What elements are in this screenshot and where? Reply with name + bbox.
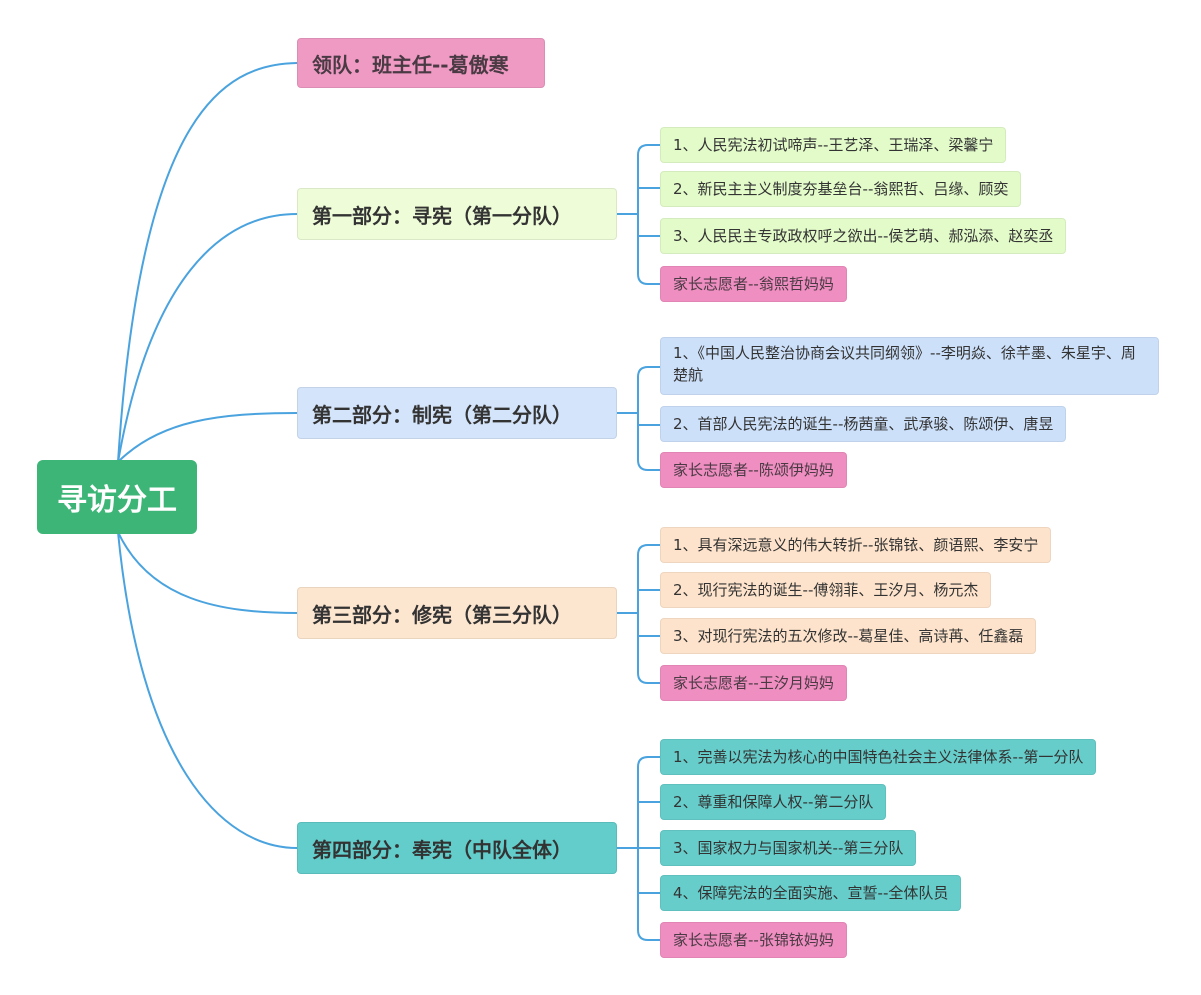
leader-node[interactable]: 领队：班主任--葛傲寒 xyxy=(297,38,545,88)
part-2-item-1[interactable]: 1、《中国人民整治协商会议共同纲领》--李明焱、徐芊墨、朱星宇、周楚航 xyxy=(660,337,1159,395)
part-2-node[interactable]: 第二部分：制宪（第二分队） xyxy=(297,387,617,439)
bracket-part-4 xyxy=(616,756,660,941)
part-4-item-4[interactable]: 4、保障宪法的全面实施、宣誓--全体队员 xyxy=(660,875,962,911)
part-1-item-3[interactable]: 3、人民民主专政政权呼之欲出--侯艺萌、郝泓添、赵奕丞 xyxy=(660,218,1067,254)
part-2-volunteer[interactable]: 家长志愿者--陈颂伊妈妈 xyxy=(660,452,847,488)
link-root-part-4 xyxy=(117,531,298,849)
part-2-item-2[interactable]: 2、首部人民宪法的诞生--杨茜童、武承骏、陈颂伊、唐昱 xyxy=(660,406,1067,442)
part-4-item-1[interactable]: 1、完善以宪法为核心的中国特色社会主义法律体系--第一分队 xyxy=(660,739,1097,775)
part-3-item-1[interactable]: 1、具有深远意义的伟大转折--张锦铱、颜语熙、李安宁 xyxy=(660,527,1052,563)
link-root-part-1 xyxy=(117,213,298,463)
bracket-part-3 xyxy=(616,544,660,684)
root-node[interactable]: 寻访分工 xyxy=(37,460,197,534)
link-root-part-3 xyxy=(117,531,298,614)
part-1-volunteer[interactable]: 家长志愿者--翁熙哲妈妈 xyxy=(660,266,847,302)
part-1-item-2[interactable]: 2、新民主主义制度夯基垒台--翁熙哲、吕缘、顾奕 xyxy=(660,171,1022,207)
bracket-part-2 xyxy=(616,366,660,471)
part-4-volunteer[interactable]: 家长志愿者--张锦铱妈妈 xyxy=(660,922,847,958)
part-4-item-2[interactable]: 2、尊重和保障人权--第二分队 xyxy=(660,784,887,820)
bracket-part-1 xyxy=(616,144,660,285)
part-1-node[interactable]: 第一部分：寻宪（第一分队） xyxy=(297,188,617,240)
part-3-item-2[interactable]: 2、现行宪法的诞生--傅翎菲、王汐月、杨元杰 xyxy=(660,572,992,608)
part-4-item-3[interactable]: 3、国家权力与国家机关--第三分队 xyxy=(660,830,917,866)
link-root-part-2 xyxy=(117,412,298,463)
link-root-leader xyxy=(117,62,298,463)
part-3-volunteer[interactable]: 家长志愿者--王汐月妈妈 xyxy=(660,665,847,701)
part-3-node[interactable]: 第三部分：修宪（第三分队） xyxy=(297,587,617,639)
part-4-node[interactable]: 第四部分：奉宪（中队全体） xyxy=(297,822,617,874)
part-3-item-3[interactable]: 3、对现行宪法的五次修改--葛星佳、高诗苒、任鑫磊 xyxy=(660,618,1037,654)
part-1-item-1[interactable]: 1、人民宪法初试啼声--王艺泽、王瑞泽、梁馨宁 xyxy=(660,127,1007,163)
